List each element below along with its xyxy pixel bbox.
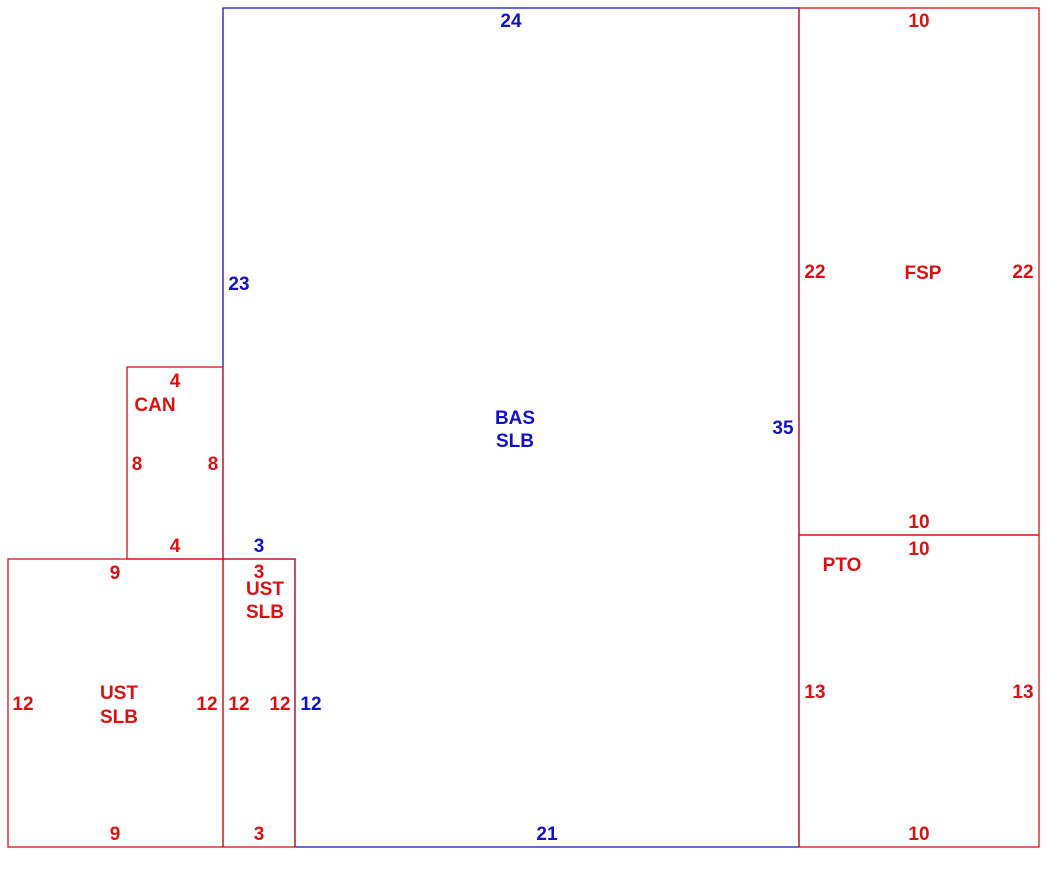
ust-large-bottom-dimension: 9: [110, 824, 121, 845]
can-top-dimension: 4: [170, 371, 181, 392]
bas-sub: SLB: [496, 431, 534, 452]
ust-small-bottom-dimension: 3: [254, 824, 265, 845]
can-code: CAN: [134, 395, 175, 416]
pto-code: PTO: [823, 555, 862, 576]
fsp-code: FSP: [905, 263, 942, 284]
bas-notch-right-dimension: 12: [300, 694, 321, 715]
can-left-dimension: 8: [132, 454, 143, 475]
fsp-top-dimension: 10: [908, 11, 929, 32]
pto-bottom-dimension: 10: [908, 824, 929, 845]
ust-large-sub: SLB: [100, 707, 138, 728]
bas-notch-top-dimension: 3: [254, 536, 265, 557]
pto-left-dimension: 13: [804, 682, 825, 703]
ust-small-sub: SLB: [246, 602, 284, 623]
ust-small-left-dimension: 12: [228, 694, 249, 715]
ust-large-code: UST: [100, 683, 138, 704]
can-bottom-dimension: 4: [170, 536, 181, 557]
pto-outline: [798, 534, 1040, 848]
ust-small-code: UST: [246, 579, 284, 600]
pto-top-dimension: 10: [908, 539, 929, 560]
can-right-dimension: 8: [208, 454, 219, 475]
bas-code: BAS: [495, 408, 535, 429]
bas-right-dimension: 35: [772, 418, 794, 439]
fsp-left-dimension: 22: [804, 262, 825, 283]
bas-top-dimension: 24: [500, 11, 522, 32]
ust-small-outline: [222, 558, 296, 848]
ust-large-right-dimension: 12: [196, 694, 217, 715]
ust-small-top-dimension: 3: [254, 562, 265, 583]
ust-large-top-dimension: 9: [110, 563, 121, 584]
ust-large-left-dimension: 12: [12, 694, 33, 715]
fsp-bottom-dimension: 10: [908, 512, 929, 533]
bas-left-dimension: 23: [228, 274, 249, 295]
bas-bottom-dimension: 21: [536, 824, 558, 845]
fsp-right-dimension: 22: [1012, 262, 1033, 283]
ust-small-right-dimension: 12: [269, 694, 290, 715]
pto-right-dimension: 13: [1012, 682, 1033, 703]
